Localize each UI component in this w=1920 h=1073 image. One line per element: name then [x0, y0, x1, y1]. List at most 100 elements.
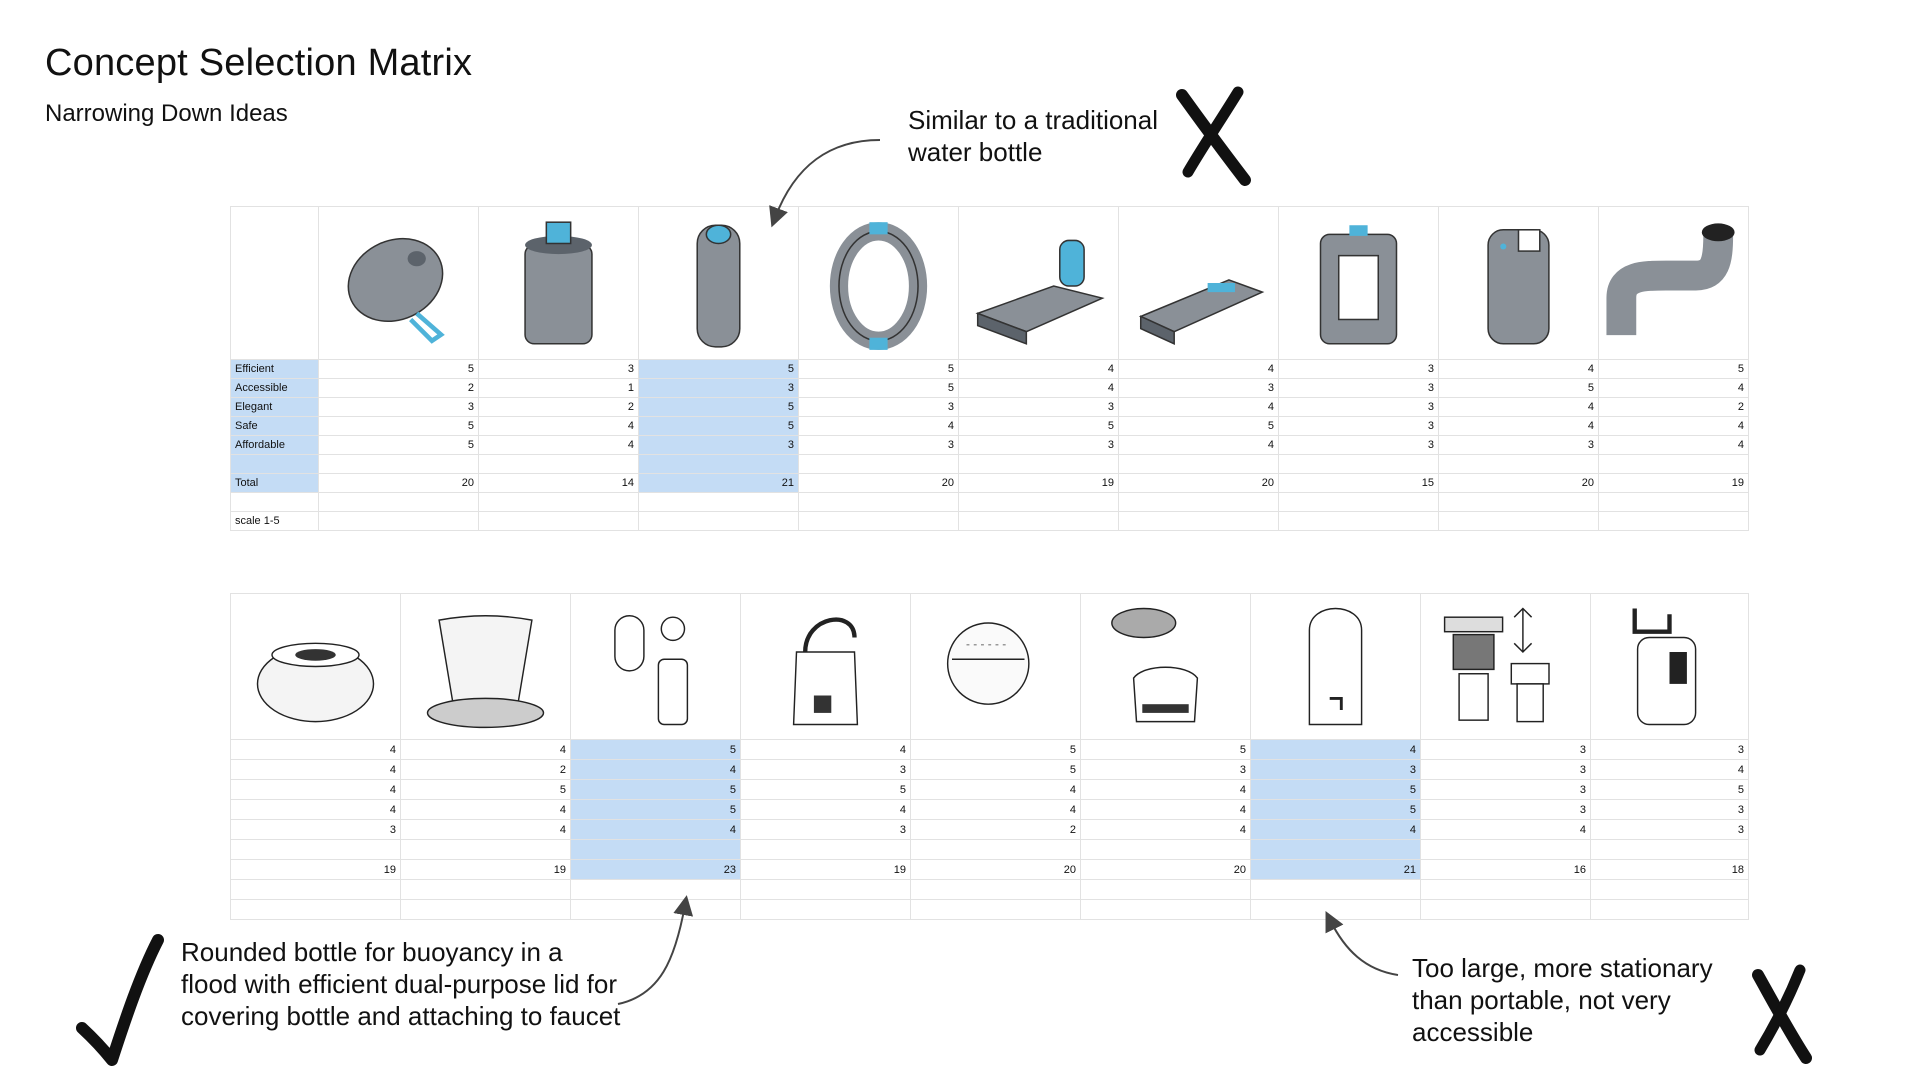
- concept-image-cell: [1438, 206, 1599, 360]
- score-cell: 4: [1438, 359, 1599, 379]
- score-cell: 1: [478, 378, 639, 398]
- score-cell: 4: [1598, 435, 1749, 455]
- score-cell: 4: [478, 435, 639, 455]
- concept-image-cell: [910, 593, 1081, 740]
- score-cell: 4: [1598, 416, 1749, 436]
- tilted-canister-with-carabiner-sketch: [347, 237, 445, 344]
- total-cell: 19: [230, 859, 401, 880]
- score-cell: 4: [478, 416, 639, 436]
- score-cell: 3: [1420, 739, 1591, 760]
- score-cell: 3: [1590, 739, 1749, 760]
- concept-image-cell: [1420, 593, 1591, 740]
- blank-cell: [1250, 839, 1421, 860]
- blank-cell: [230, 899, 401, 920]
- slim-bottle-sketch: [696, 224, 741, 348]
- score-cell: 3: [1438, 435, 1599, 455]
- score-cell: 4: [910, 799, 1081, 820]
- criterion-label: Accessible: [230, 378, 319, 398]
- score-cell: 3: [798, 435, 959, 455]
- score-cell: 4: [400, 799, 571, 820]
- blank-cell: [318, 511, 479, 531]
- score-cell: 3: [1278, 416, 1439, 436]
- table-row: [230, 492, 1749, 512]
- blank-cell: [318, 454, 479, 474]
- blank-cell: [230, 839, 401, 860]
- score-cell: 3: [1420, 779, 1591, 800]
- annotation-rejected: Too large, more stationary than portable…: [1412, 953, 1713, 1047]
- total-cell: 21: [1250, 859, 1421, 880]
- annotation-top: Similar to a traditional water bottle: [908, 105, 1158, 167]
- table-row: [230, 839, 1749, 860]
- blank-cell: [1598, 492, 1749, 512]
- blank-cell: [400, 899, 571, 920]
- score-cell: 4: [1080, 819, 1251, 840]
- score-cell: 5: [318, 416, 479, 436]
- concept-image-cell: [638, 206, 799, 360]
- score-cell: 5: [1590, 779, 1749, 800]
- concept-image-cell: [798, 206, 959, 360]
- x-mark-icon: [1176, 86, 1251, 186]
- score-cell: 3: [230, 819, 401, 840]
- total-cell: 20: [1438, 473, 1599, 493]
- concept-image-cell: [1118, 206, 1279, 360]
- score-cell: 5: [1438, 378, 1599, 398]
- score-cell: 3: [740, 819, 911, 840]
- score-cell: 3: [1118, 378, 1279, 398]
- blank-cell: [1590, 899, 1749, 920]
- blank-cell: [318, 492, 479, 512]
- blank-cell: [798, 454, 959, 474]
- table-row: [230, 879, 1749, 900]
- tray-with-tank-sketch: [975, 239, 1105, 345]
- score-cell: 3: [638, 378, 799, 398]
- score-cell: 5: [570, 739, 741, 760]
- score-cell: 5: [570, 779, 741, 800]
- score-cell: 3: [638, 435, 799, 455]
- score-cell: 2: [1598, 397, 1749, 417]
- total-cell: 20: [1118, 473, 1279, 493]
- annotation-selected: Rounded bottle for buoyancy in a flood w…: [181, 937, 621, 1031]
- portable-faucet-sketch: [1632, 608, 1697, 726]
- total-cell: 20: [798, 473, 959, 493]
- blank-cell: [1118, 454, 1279, 474]
- blank-cell: [478, 511, 639, 531]
- blank-cell: [478, 454, 639, 474]
- blank-cell: [1250, 899, 1421, 920]
- blank-cell: [638, 492, 799, 512]
- blank-cell: [798, 511, 959, 531]
- score-cell: 3: [1278, 435, 1439, 455]
- blank-cell: [910, 879, 1081, 900]
- score-cell: 5: [1118, 416, 1279, 436]
- criterion-label: Safe: [230, 416, 319, 436]
- blank-cell: [958, 454, 1119, 474]
- table-row: [230, 454, 1749, 474]
- score-cell: 5: [638, 397, 799, 417]
- total-cell: 20: [318, 473, 479, 493]
- total-cell: 19: [400, 859, 571, 880]
- concept-image-row: [230, 593, 1749, 740]
- concept-image-cell: [1590, 593, 1749, 740]
- concept-image-cell: [400, 593, 571, 740]
- curved-pipe-sketch: [1606, 223, 1735, 336]
- capsule-bottle-with-lid-sketch: [614, 615, 689, 726]
- blank-cell: [570, 879, 741, 900]
- blank-cell: [1080, 899, 1251, 920]
- blank-cell: [230, 454, 319, 474]
- score-cell: 5: [1598, 359, 1749, 379]
- blank-cell: [1438, 454, 1599, 474]
- concept-image-cell: [570, 593, 741, 740]
- blank-cell: [1420, 899, 1591, 920]
- score-cell: 4: [1438, 416, 1599, 436]
- concept-image-cell: [230, 593, 401, 740]
- score-cell: 4: [1598, 378, 1749, 398]
- score-cell: 3: [958, 435, 1119, 455]
- score-cell: 4: [1250, 819, 1421, 840]
